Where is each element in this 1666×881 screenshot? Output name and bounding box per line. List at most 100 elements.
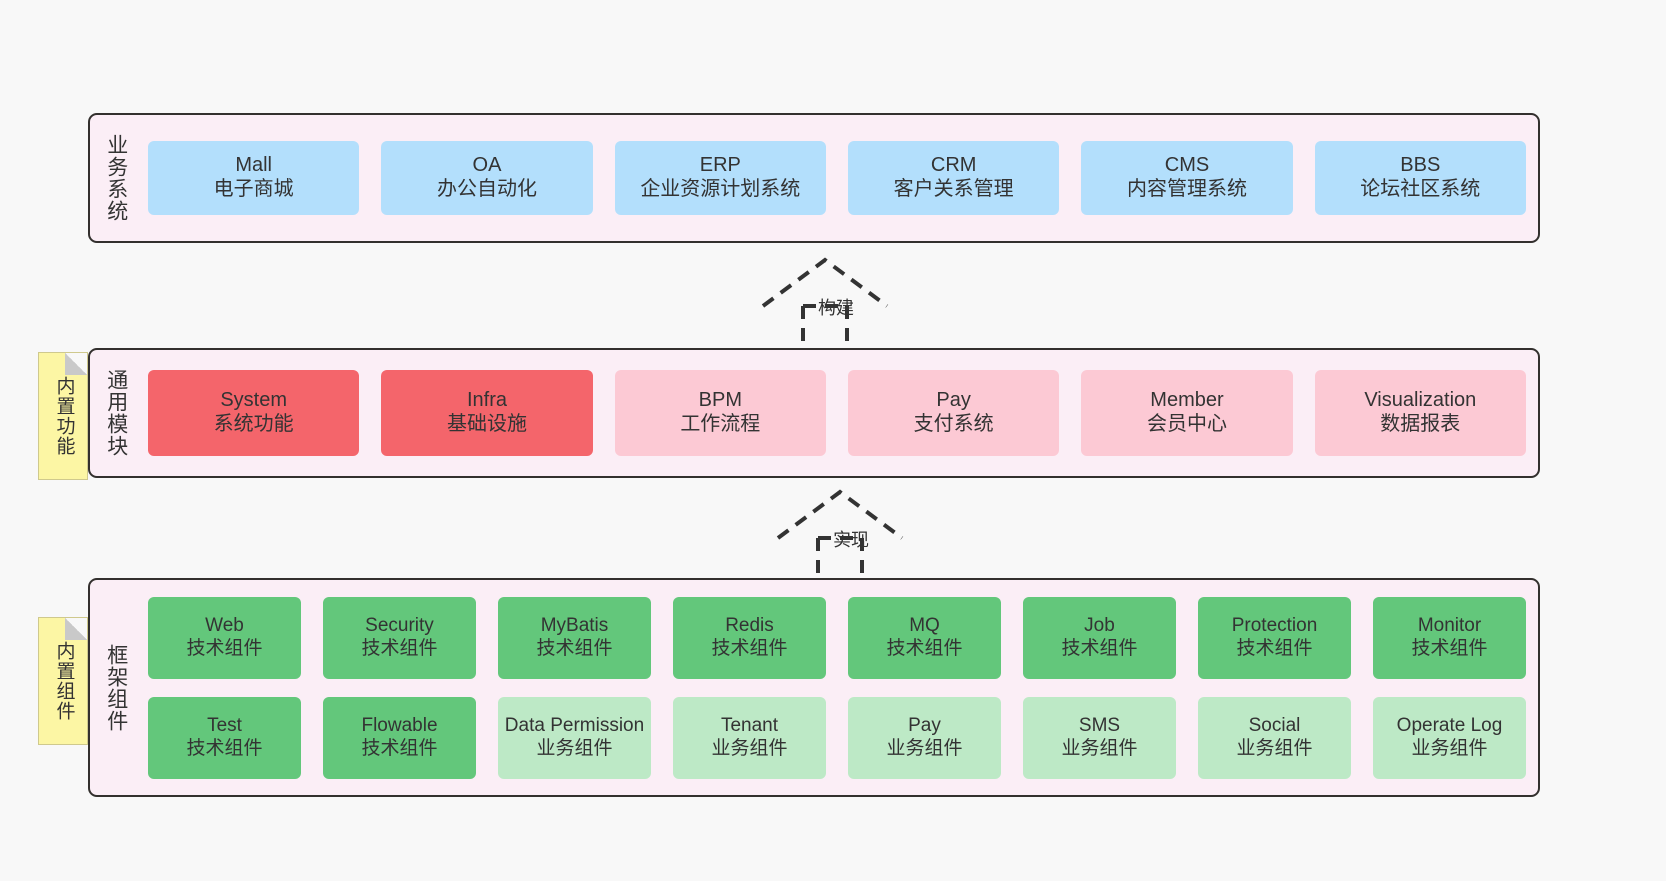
connector-build: 构建 [755, 257, 915, 358]
component-card-sms[interactable]: SMS 业务组件 [1023, 696, 1176, 779]
module-card-infra[interactable]: Infra 基础设施 [381, 370, 593, 456]
layer-framework-component-body: Web 技术组件 Security 技术组件 MyBatis 技术组件 Redi… [142, 580, 1538, 795]
card-subtitle: 支付系统 [913, 413, 994, 435]
business-system-row: Mall 电子商城 OA 办公自动化 ERP 企业资源计划系统 CRM 客户关系… [148, 141, 1526, 215]
component-card-flowable[interactable]: Flowable 技术组件 [323, 696, 476, 779]
card-title: Web [205, 615, 244, 637]
card-subtitle: 技术组件 [886, 637, 963, 659]
component-card-pay[interactable]: Pay 业务组件 [848, 696, 1001, 779]
card-subtitle: 技术组件 [361, 637, 438, 659]
card-subtitle: 技术组件 [1061, 637, 1138, 659]
card-subtitle: 工作流程 [680, 413, 761, 435]
layer-framework-component: 框架组件 Web 技术组件 Security 技术组件 MyBatis 技术组件… [88, 578, 1540, 797]
component-card-tenant[interactable]: Tenant 业务组件 [673, 696, 826, 779]
module-card-member[interactable]: Member 会员中心 [1081, 370, 1293, 456]
business-card-crm[interactable]: CRM 客户关系管理 [847, 141, 1060, 215]
card-title: CMS [1164, 154, 1210, 177]
card-subtitle: 业务组件 [536, 737, 613, 759]
card-title: OA [472, 154, 502, 177]
card-subtitle: 业务组件 [1236, 737, 1313, 759]
framework-component-row-1: Web 技术组件 Security 技术组件 MyBatis 技术组件 Redi… [148, 596, 1526, 679]
module-card-system[interactable]: System 系统功能 [148, 370, 360, 456]
card-title: Pay [908, 715, 941, 737]
note-builtin-function: 内置功能 [38, 352, 88, 480]
card-subtitle: 业务组件 [711, 737, 788, 759]
card-subtitle: 企业资源计划系统 [640, 178, 801, 200]
card-subtitle: 论坛社区系统 [1360, 178, 1481, 200]
note-builtin-component-label: 内置组件 [53, 641, 75, 721]
business-card-oa[interactable]: OA 办公自动化 [381, 141, 593, 215]
note-builtin-function-label: 内置功能 [53, 376, 75, 456]
card-subtitle: 技术组件 [1411, 637, 1488, 659]
card-subtitle: 办公自动化 [436, 178, 537, 200]
component-card-job[interactable]: Job 技术组件 [1023, 596, 1176, 679]
common-module-row: System 系统功能 Infra 基础设施 BPM 工作流程 Pay 支付系统… [148, 370, 1526, 456]
component-card-operate-log[interactable]: Operate Log 业务组件 [1373, 696, 1526, 779]
card-title: SMS [1078, 715, 1121, 737]
layer-business-system-title: 业务系统 [104, 134, 128, 222]
card-title: Security [365, 615, 434, 637]
layer-common-module: 通用模块 System 系统功能 Infra 基础设施 BPM 工作流程 Pay… [88, 348, 1540, 478]
card-title: BPM [698, 389, 742, 412]
component-card-mybatis[interactable]: MyBatis 技术组件 [498, 596, 651, 679]
card-title: MyBatis [540, 615, 609, 637]
card-title: ERP [699, 154, 741, 177]
connector-implement-label: 实现 [833, 530, 869, 550]
card-title: Job [1084, 615, 1115, 637]
card-title: Monitor [1417, 615, 1482, 637]
card-subtitle: 技术组件 [536, 637, 613, 659]
card-subtitle: 系统功能 [213, 413, 294, 435]
card-title: Test [207, 715, 242, 737]
card-subtitle: 技术组件 [361, 737, 438, 759]
card-title: MQ [909, 615, 940, 637]
card-subtitle: 内容管理系统 [1126, 178, 1247, 200]
business-card-mall[interactable]: Mall 电子商城 [148, 141, 360, 215]
layer-common-module-title: 通用模块 [104, 369, 128, 457]
business-card-bbs[interactable]: BBS 论坛社区系统 [1314, 141, 1526, 215]
card-subtitle: 数据报表 [1380, 413, 1461, 435]
card-subtitle: 技术组件 [186, 737, 263, 759]
card-title: Flowable [361, 715, 438, 737]
card-subtitle: 基础设施 [446, 413, 527, 435]
component-card-security[interactable]: Security 技术组件 [323, 596, 476, 679]
module-card-pay[interactable]: Pay 支付系统 [847, 370, 1060, 456]
card-title: System [220, 389, 287, 412]
card-title: Redis [725, 615, 774, 637]
card-subtitle: 技术组件 [711, 637, 788, 659]
card-title: BBS [1400, 154, 1441, 177]
card-title: Social [1248, 715, 1301, 737]
card-subtitle: 业务组件 [886, 737, 963, 759]
card-subtitle: 电子商城 [213, 178, 294, 200]
business-card-cms[interactable]: CMS 内容管理系统 [1081, 141, 1293, 215]
card-subtitle: 技术组件 [1236, 637, 1313, 659]
card-title: Infra [466, 389, 507, 412]
component-card-test[interactable]: Test 技术组件 [148, 696, 301, 779]
layer-business-system: 业务系统 Mall 电子商城 OA 办公自动化 ERP 企业资源计划系统 CRM… [88, 113, 1540, 243]
framework-component-row-2: Test 技术组件 Flowable 技术组件 Data Permission … [148, 696, 1526, 779]
layer-business-system-body: Mall 电子商城 OA 办公自动化 ERP 企业资源计划系统 CRM 客户关系… [142, 115, 1538, 241]
component-card-redis[interactable]: Redis 技术组件 [673, 596, 826, 679]
component-card-monitor[interactable]: Monitor 技术组件 [1373, 596, 1526, 679]
component-card-data-permission[interactable]: Data Permission 业务组件 [498, 696, 651, 779]
connector-implement: 实现 [770, 489, 930, 590]
layer-framework-component-title: 框架组件 [104, 643, 128, 732]
card-subtitle: 客户关系管理 [893, 178, 1014, 200]
business-card-erp[interactable]: ERP 企业资源计划系统 [614, 141, 826, 215]
card-title: Member [1150, 389, 1224, 412]
card-subtitle: 业务组件 [1061, 737, 1138, 759]
component-card-social[interactable]: Social 业务组件 [1198, 696, 1351, 779]
card-title: Data Permission [504, 715, 645, 737]
note-builtin-component: 内置组件 [38, 617, 88, 745]
component-card-mq[interactable]: MQ 技术组件 [848, 596, 1001, 679]
module-card-visualization[interactable]: Visualization 数据报表 [1314, 370, 1526, 456]
component-card-protection[interactable]: Protection 技术组件 [1198, 596, 1351, 679]
module-card-bpm[interactable]: BPM 工作流程 [614, 370, 826, 456]
connector-build-label: 构建 [818, 298, 854, 318]
card-subtitle: 业务组件 [1411, 737, 1488, 759]
card-subtitle: 会员中心 [1146, 413, 1227, 435]
layer-common-module-body: System 系统功能 Infra 基础设施 BPM 工作流程 Pay 支付系统… [142, 350, 1538, 476]
card-title: Operate Log [1396, 715, 1503, 737]
card-subtitle: 技术组件 [186, 637, 263, 659]
component-card-web[interactable]: Web 技术组件 [148, 596, 301, 679]
